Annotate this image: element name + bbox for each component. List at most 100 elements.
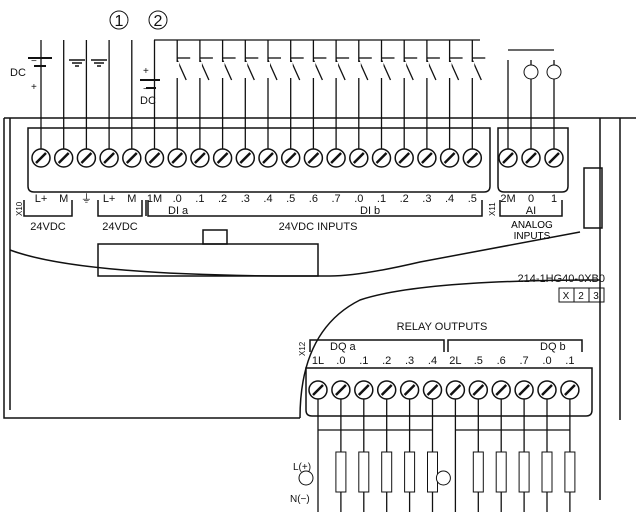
- terminal-label-bottom: .1: [359, 355, 368, 367]
- switch-gap: [379, 62, 384, 78]
- terminal-screw-analog-slot: [525, 152, 537, 164]
- terminal-label-analog: 0: [528, 193, 534, 205]
- terminal-screw-top-slot: [57, 152, 70, 164]
- terminal-label-top: .5: [286, 193, 295, 205]
- switch-gap: [266, 62, 270, 78]
- terminal-screw-bottom-slot: [495, 384, 508, 396]
- label-analog-inputs: ANALOG INPUTS: [511, 220, 553, 242]
- load-icon: [495, 451, 507, 493]
- terminal-screw-bottom-slot: [541, 384, 553, 396]
- switch-gap: [197, 62, 202, 78]
- load-icon: [335, 451, 347, 493]
- load-icon: [541, 451, 553, 493]
- terminal-screw-top-slot: [443, 152, 456, 164]
- terminal-label-top: .1: [377, 193, 386, 205]
- terminal-screw-bottom-slot: [357, 384, 370, 396]
- callout-2-ring: [148, 10, 168, 30]
- callout-2: 2: [154, 13, 163, 30]
- terminal-label-top: 1M: [147, 193, 162, 205]
- terminal-label-bottom: .5: [474, 355, 483, 367]
- label-dib: DI b: [360, 205, 380, 217]
- version-2: 2: [578, 291, 584, 302]
- line-label: L(+): [293, 462, 311, 473]
- analog-terminal-cover: [497, 127, 569, 193]
- callout-1-ring: [109, 10, 129, 30]
- minus-right: −: [143, 84, 149, 95]
- ac-source-icon: [298, 470, 314, 486]
- terminal-screw-bottom-slot: [564, 384, 576, 396]
- terminal-label-top: .3: [241, 193, 250, 205]
- terminal-label-top: .4: [445, 193, 454, 205]
- terminal-label-top: .6: [309, 193, 318, 205]
- terminal-label-bottom: .3: [405, 355, 414, 367]
- terminal-label-top: .7: [332, 193, 341, 205]
- terminal-label-top: L+: [103, 193, 116, 205]
- label-24vdc-out: 24VDC: [30, 221, 66, 233]
- plus-left: +: [31, 82, 37, 93]
- version-3: 3: [593, 291, 599, 302]
- terminal-label-bottom: .7: [520, 355, 529, 367]
- terminal-label-top: .1: [195, 193, 204, 205]
- terminal-screw-top-slot: [330, 152, 342, 164]
- terminal-label-bottom: .1: [565, 355, 574, 367]
- label-dia: DI a: [168, 205, 189, 217]
- terminal-screw-top-slot: [103, 152, 115, 164]
- terminal-screw-top-slot: [148, 152, 161, 164]
- terminal-label-bottom: .0: [336, 355, 345, 367]
- terminal-label-top: ⏚: [81, 192, 92, 205]
- terminal-screw-bottom-slot: [426, 384, 439, 396]
- load-icon: [518, 451, 530, 493]
- terminal-label-top: M: [59, 193, 68, 205]
- terminal-label-analog: 2M: [500, 193, 515, 205]
- connector-x12: X12: [298, 341, 307, 356]
- terminal-screw-analog-slot: [548, 152, 560, 164]
- terminal-label-bottom: .2: [382, 355, 391, 367]
- terminal-label-top: .0: [354, 193, 363, 205]
- terminal-label-top: .2: [400, 193, 409, 205]
- bracket-dqa: [309, 339, 583, 352]
- terminal-screw-top-slot: [398, 152, 411, 164]
- load-icon: [564, 451, 576, 493]
- bottom-terminal-cover: [305, 367, 593, 417]
- switch-gap: [175, 62, 180, 78]
- terminal-label-bottom: .4: [428, 355, 437, 367]
- terminal-screw-top-slot: [284, 152, 297, 164]
- terminal-screw-top-slot: [375, 152, 388, 164]
- label-24vdc-in: 24VDC: [102, 221, 138, 233]
- switch-gap: [424, 62, 429, 78]
- terminal-screw-top-slot: [239, 152, 252, 164]
- terminal-screw-bottom-slot: [403, 384, 416, 396]
- bracket-inputs: [147, 200, 483, 217]
- terminal-screw-top-slot: [466, 152, 479, 164]
- label-24vdc-inputs: 24VDC INPUTS: [279, 221, 358, 233]
- terminal-label-bottom: .0: [542, 355, 551, 367]
- order-number: 214-1HG40-0XB0: [518, 273, 605, 285]
- terminal-screw-analog-slot: [502, 152, 514, 164]
- terminal-label-analog: 1: [551, 193, 557, 205]
- label-dqb: DQ b: [540, 341, 566, 353]
- terminal-screw-top-slot: [194, 152, 206, 164]
- label-dqa: DQ a: [330, 341, 357, 353]
- analog-source-icon: [523, 64, 539, 80]
- switch-gap: [402, 62, 407, 78]
- bracket-analog: [499, 200, 563, 217]
- terminal-label-top: .2: [218, 193, 227, 205]
- terminal-screw-top-slot: [216, 152, 229, 164]
- terminal-label-top: .3: [422, 193, 431, 205]
- connector-x10: X10: [15, 201, 24, 216]
- terminal-label-bottom: .6: [497, 355, 506, 367]
- ac-source-icon: [435, 470, 451, 486]
- load-icon: [404, 451, 416, 493]
- relay-outputs-title: RELAY OUTPUTS: [397, 321, 488, 333]
- housing-outline: [3, 117, 636, 500]
- load-icon: [358, 451, 370, 493]
- terminal-screw-top-slot: [125, 152, 138, 164]
- switch-gap: [243, 62, 248, 78]
- terminal-screw-top-slot: [352, 152, 365, 164]
- switch-gap: [356, 62, 361, 78]
- switch-gap: [288, 62, 293, 78]
- terminal-screw-top-slot: [262, 152, 274, 164]
- connector-x11: X11: [488, 202, 497, 216]
